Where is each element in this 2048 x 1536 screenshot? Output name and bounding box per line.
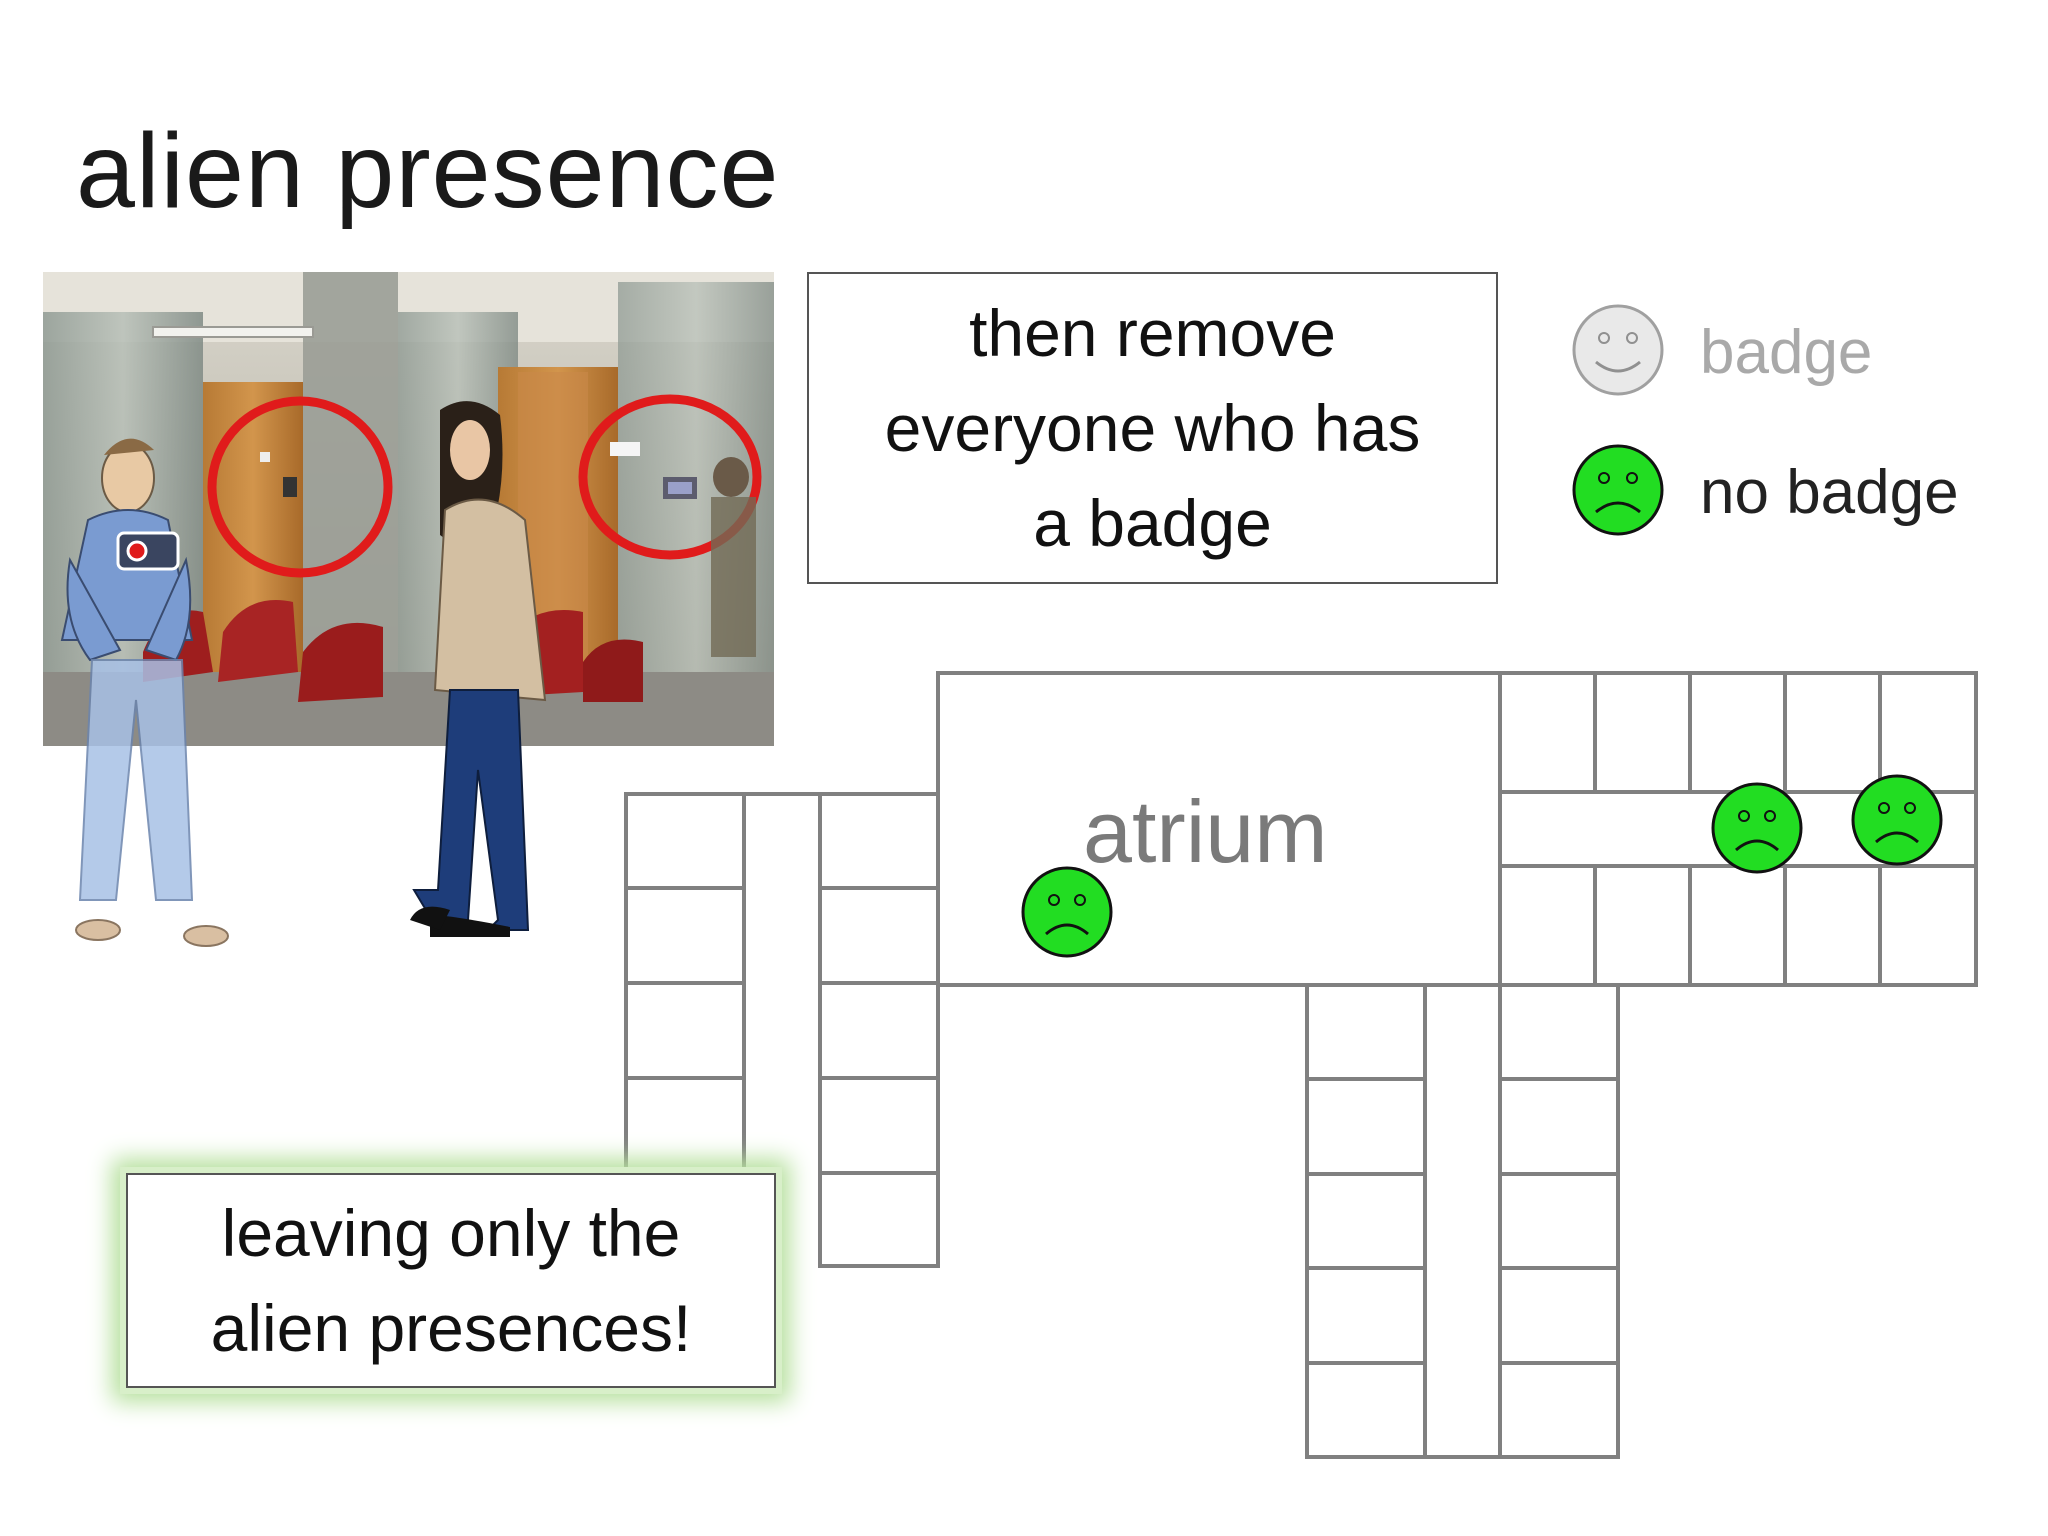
legend-badge-label: badge bbox=[1700, 318, 1873, 387]
smiley-face-icon bbox=[1572, 304, 1664, 396]
slide-title: alien presence bbox=[76, 112, 780, 230]
legend-no-badge-label: no badge bbox=[1700, 458, 1959, 527]
no-badge-person-3 bbox=[1851, 774, 1943, 866]
no-badge-person-2 bbox=[1711, 782, 1803, 874]
atrium-label: atrium bbox=[1083, 782, 1328, 881]
highlight-circle-left bbox=[207, 396, 393, 578]
instruction-text: then remove everyone who has a badge bbox=[884, 295, 1421, 560]
conclusion-text: leaving only the alien presences! bbox=[210, 1195, 692, 1365]
conclusion-box: leaving only the alien presences! bbox=[126, 1173, 776, 1388]
highlight-circle-right bbox=[578, 394, 762, 560]
frowning-face-icon bbox=[1572, 444, 1664, 536]
no-badge-person-1 bbox=[1021, 866, 1113, 958]
instruction-box: then remove everyone who has a badge bbox=[807, 272, 1498, 584]
